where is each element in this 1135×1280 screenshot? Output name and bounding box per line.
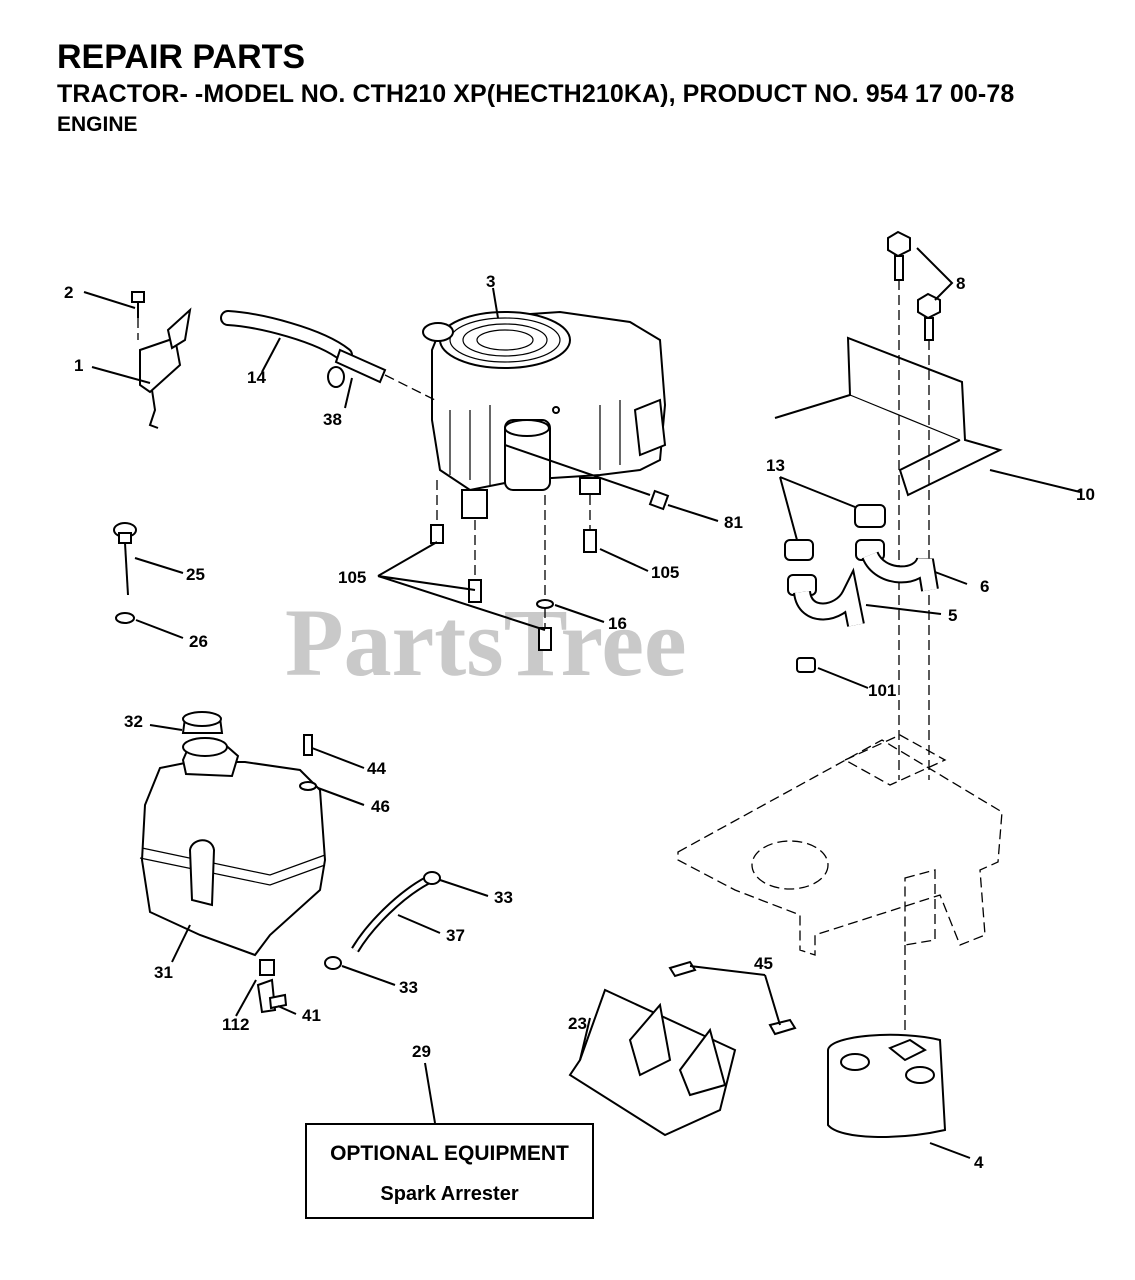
callout-10: 10 xyxy=(1076,485,1095,504)
engine-drawing xyxy=(422,310,667,519)
callout-14: 14 xyxy=(247,368,266,387)
frame-plate-drawing xyxy=(677,734,1003,956)
callout-38: 38 xyxy=(323,410,342,429)
callout-33-top: 33 xyxy=(494,888,513,907)
watermark: PartsTree xyxy=(285,589,687,696)
exhaust-pipes-drawing xyxy=(784,504,939,673)
callout-112: 112 xyxy=(222,1015,249,1034)
choke-knob-drawing xyxy=(113,522,137,624)
callout-41: 41 xyxy=(302,1006,321,1025)
section-label: ENGINE xyxy=(57,113,138,136)
callout-31: 31 xyxy=(154,963,173,982)
callout-26: 26 xyxy=(189,632,208,651)
callout-25: 25 xyxy=(186,565,205,584)
callout-13: 13 xyxy=(766,456,785,475)
model-subtitle: TRACTOR- -MODEL NO. CTH210 XP(HECTH210KA… xyxy=(57,80,1015,108)
callout-5: 5 xyxy=(948,606,957,625)
dipstick-tube-drawing xyxy=(220,310,436,401)
callout-6: 6 xyxy=(980,577,989,596)
optional-equipment-title: OPTIONAL EQUIPMENT xyxy=(330,1142,569,1165)
engine-bolts-drawing xyxy=(430,444,670,651)
leader-lines xyxy=(83,247,1081,1159)
callout-2: 2 xyxy=(64,283,73,302)
muffler-drawing xyxy=(827,945,947,1138)
callout-3: 3 xyxy=(486,272,495,291)
callout-16: 16 xyxy=(608,614,627,633)
callout-105-left: 105 xyxy=(338,568,366,587)
callout-45: 45 xyxy=(754,954,773,973)
callout-46: 46 xyxy=(371,797,390,816)
callout-labels: 2 1 3 14 38 8 10 13 81 25 26 105 105 16 … xyxy=(64,272,1095,1172)
callout-101: 101 xyxy=(868,681,896,700)
throttle-control-drawing xyxy=(131,291,192,429)
callout-32: 32 xyxy=(124,712,143,731)
callout-81: 81 xyxy=(724,513,743,532)
callout-8: 8 xyxy=(956,274,965,293)
callout-105-right: 105 xyxy=(651,563,679,582)
fuel-tank-drawing xyxy=(139,711,327,1014)
callout-1: 1 xyxy=(74,356,83,375)
heat-shield-drawing xyxy=(774,230,1003,780)
callout-44: 44 xyxy=(367,759,386,778)
fuel-line-drawing xyxy=(324,871,441,970)
callout-33-bottom: 33 xyxy=(399,978,418,997)
spark-arrester-label: Spark Arrester xyxy=(380,1183,519,1205)
callout-23: 23 xyxy=(568,1014,587,1033)
optional-equipment-box: OPTIONAL EQUIPMENT Spark Arrester xyxy=(305,1123,594,1219)
spark-arrester-drawing xyxy=(568,960,797,1137)
page-title: REPAIR PARTS xyxy=(57,38,306,76)
callout-37: 37 xyxy=(446,926,465,945)
callout-4: 4 xyxy=(974,1153,984,1172)
callout-29: 29 xyxy=(412,1042,431,1061)
